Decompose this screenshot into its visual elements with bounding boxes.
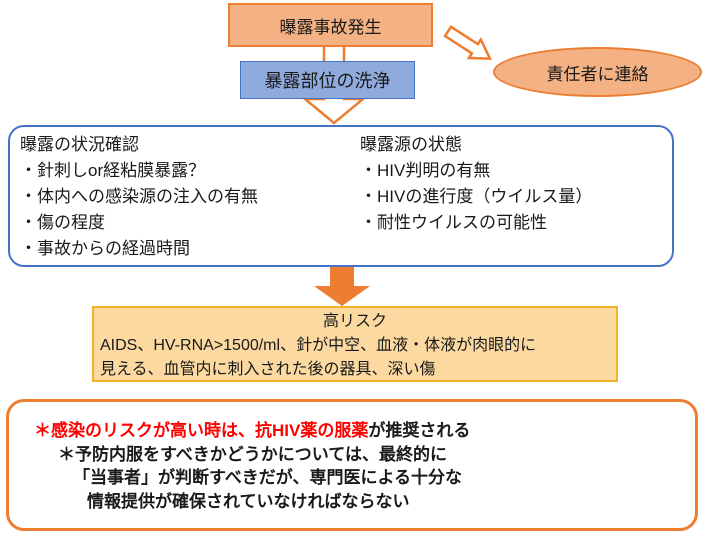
list-item: ・傷の程度 <box>20 213 105 232</box>
contact-supervisor-ellipse: 責任者に連絡 <box>493 47 702 97</box>
recommendation-box: ＊感染のリスクが高い時は、抗HIV薬の服薬が推奨される ＊予防内服をすべきかどう… <box>6 399 698 531</box>
list-item: ・事故からの経過時間 <box>20 239 190 258</box>
exposure-situation-column: 曝露の状況確認 ・針刺しor経粘膜暴露？ ・体内への感染源の注入の有無 ・傷の程… <box>20 132 258 262</box>
assessment-box: 曝露の状況確認 ・針刺しor経粘膜暴露？ ・体内への感染源の注入の有無 ・傷の程… <box>8 125 674 267</box>
exposure-source-header: 曝露源の状態 <box>360 135 462 154</box>
recommendation-line-3: 「当事者」が判断すべきだが、専門医による十分な <box>73 468 462 487</box>
high-risk-line: AIDS、HV-RNA>1500/ml、針が中空、血液・体液が肉眼的に <box>100 337 537 354</box>
down-arrow-solid-icon <box>314 267 370 306</box>
list-item: ・HIV判明の有無 <box>360 161 491 180</box>
recommendation-line-1-red: ＊感染のリスクが高い時は、抗HIV薬の服薬 <box>34 421 369 440</box>
wash-site-box: 暴露部位の洗浄 <box>240 61 415 99</box>
recommendation-line-1-black: が推奨される <box>368 421 471 440</box>
recommendation-line-4: 情報提供が確保されていなければならない <box>87 491 410 511</box>
list-item: ・体内への感染源の注入の有無 <box>20 187 258 206</box>
list-item: ・耐性ウイルスの可能性 <box>360 213 547 232</box>
list-item: ・HIVの進行度（ウイルス量） <box>360 187 593 206</box>
contact-supervisor-label: 責任者に連絡 <box>546 64 649 84</box>
list-item: ・針刺しor経粘膜暴露？ <box>20 161 206 180</box>
right-arrow-outline-icon <box>443 25 492 60</box>
recommendation-line-1: ＊感染のリスクが高い時は、抗HIV薬の服薬が推奨される <box>9 419 695 443</box>
wash-site-label: 暴露部位の洗浄 <box>264 71 391 91</box>
recommendation-line-2: ＊予防内服をすべきかどうかについては、最終的に <box>58 444 447 464</box>
high-risk-line: 見える、血管内に刺入された後の器具、深い傷 <box>100 361 436 378</box>
exposure-accident-box: 曝露事故発生 <box>228 3 433 47</box>
high-risk-title: 高リスク <box>322 313 387 330</box>
exposure-situation-header: 曝露の状況確認 <box>20 135 139 154</box>
exposure-accident-label: 曝露事故発生 <box>279 17 382 37</box>
exposure-source-column: 曝露源の状態 ・HIV判明の有無 ・HIVの進行度（ウイルス量） ・耐性ウイルス… <box>360 132 592 236</box>
high-risk-box: 高リスク AIDS、HV-RNA>1500/ml、針が中空、血液・体液が肉眼的に… <box>92 306 618 382</box>
